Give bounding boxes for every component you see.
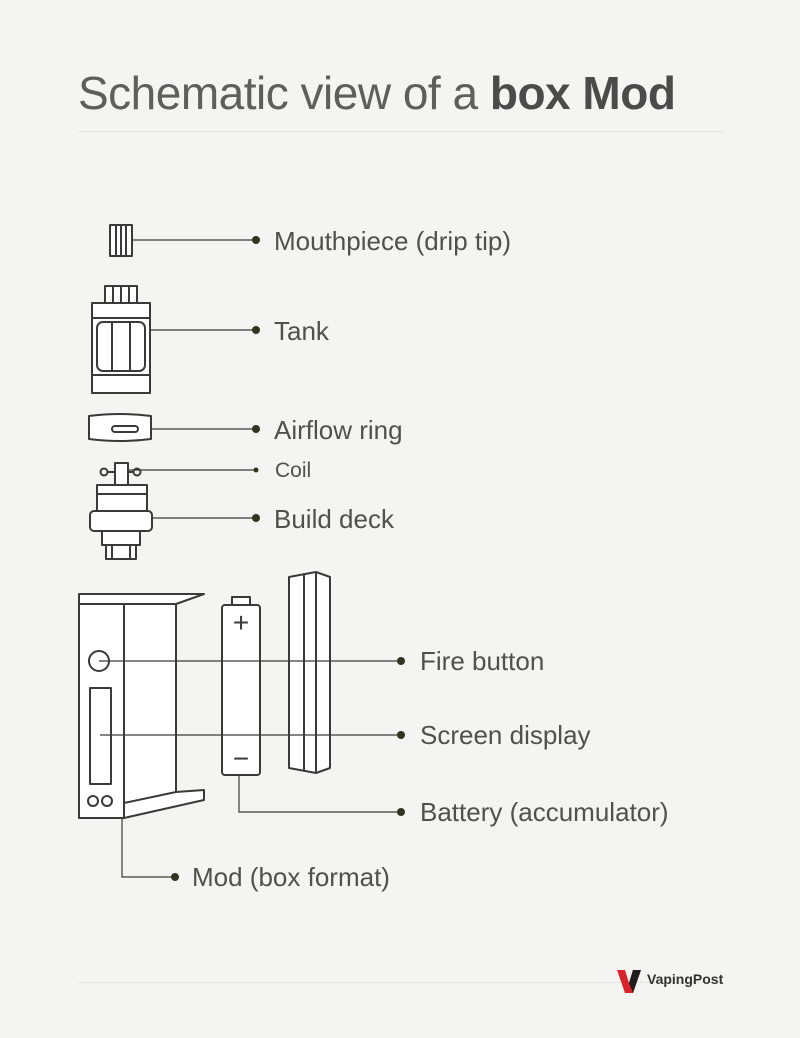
side-panel-drawing — [288, 571, 331, 774]
dot-mouthpiece — [252, 236, 260, 244]
dot-tank — [252, 326, 260, 334]
label-tank: Tank — [274, 316, 329, 346]
vapingpost-logo-icon — [617, 970, 641, 993]
battery-drawing — [221, 596, 261, 776]
vapingpost-logo: VapingPost — [616, 968, 736, 996]
mod-box-drawing — [78, 593, 205, 819]
label-build-deck: Build deck — [274, 504, 394, 534]
label-mouthpiece: Mouthpiece (drip tip) — [274, 226, 511, 256]
title-bold: box Mod — [489, 67, 676, 119]
tank-drawing — [91, 285, 151, 394]
drip-tip-drawing — [109, 224, 133, 257]
battery-plus-mark: + — [233, 607, 249, 638]
coil-drawing — [99, 462, 142, 486]
dot-screen — [397, 731, 405, 739]
logo-text: VapingPost — [647, 971, 724, 987]
battery-minus-mark: − — [233, 743, 249, 774]
page-title: Schematic view of a box Mod — [78, 66, 676, 120]
dot-airflow — [252, 425, 260, 433]
label-screen-display: Screen display — [420, 720, 591, 750]
build-deck-drawing — [89, 484, 153, 560]
label-battery: Battery (accumulator) — [420, 797, 669, 827]
top-divider — [78, 131, 723, 132]
label-mod: Mod (box format) — [192, 862, 390, 892]
airflow-ring-drawing — [88, 413, 152, 442]
leader-battery — [238, 776, 401, 813]
dot-coil — [253, 467, 259, 473]
dot-battery — [397, 808, 405, 816]
dot-fire — [397, 657, 405, 665]
leader-mod — [121, 818, 175, 878]
dot-deck — [252, 514, 260, 522]
title-regular: Schematic view of a — [78, 67, 490, 119]
label-coil: Coil — [275, 459, 312, 482]
dot-mod — [171, 873, 179, 881]
label-airflow-ring: Airflow ring — [274, 415, 403, 445]
label-fire-button: Fire button — [420, 646, 545, 676]
bottom-divider — [78, 982, 723, 983]
